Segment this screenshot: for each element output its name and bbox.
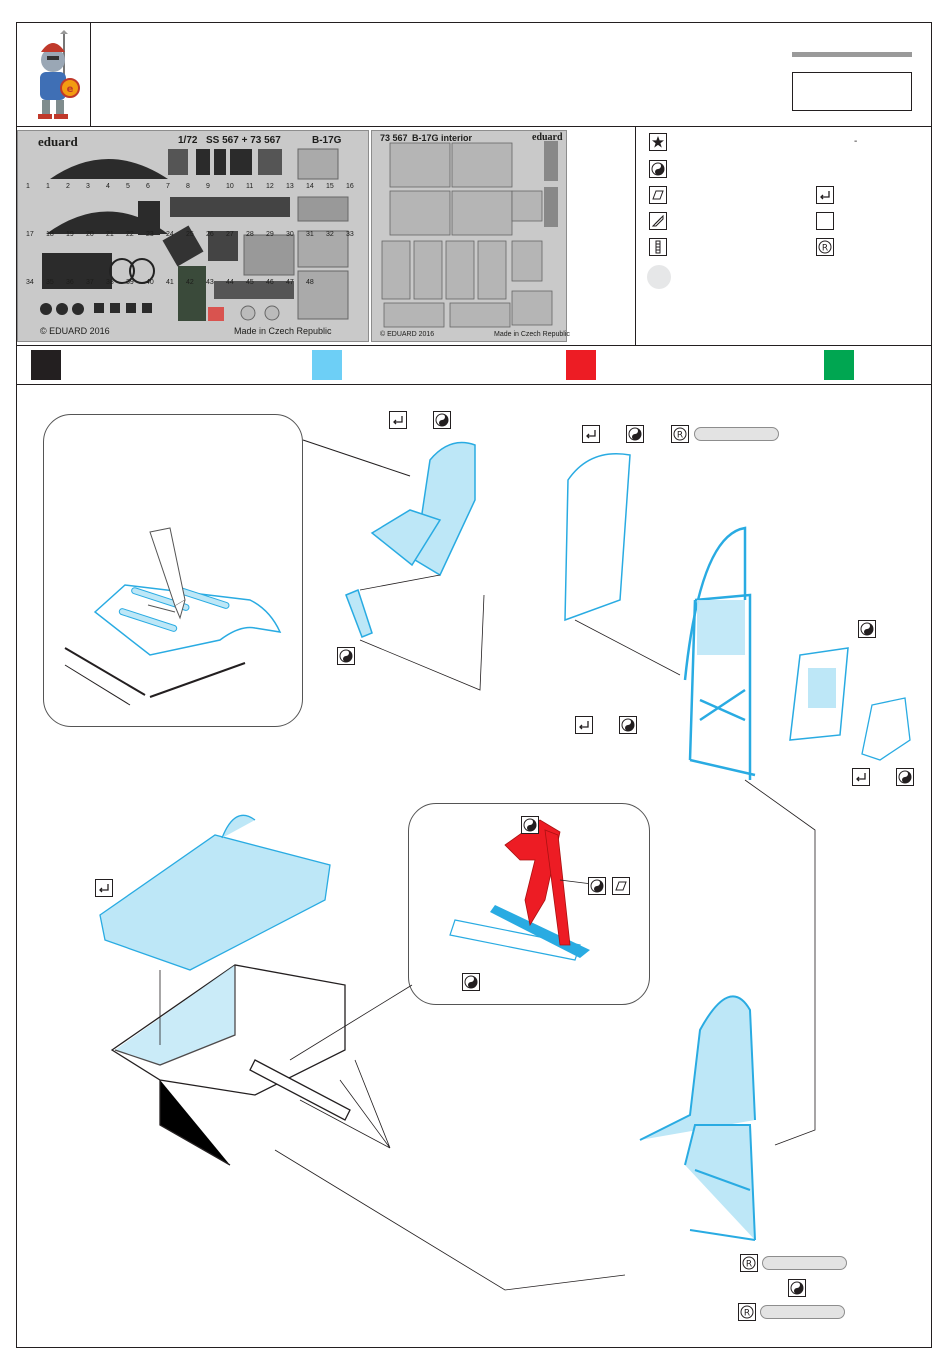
svg-text:R: R [746, 1260, 752, 1270]
remove-label-pill-2 [762, 1256, 847, 1270]
seat-block [862, 698, 910, 760]
bend-icon-step1 [389, 411, 407, 429]
yin-yang-icon-final [788, 1279, 806, 1297]
remove-label-pill-3 [760, 1305, 845, 1319]
yin-yang-icon-frame-mid [588, 877, 606, 895]
svg-text:R: R [744, 1309, 750, 1319]
yin-yang-icon-frame-top [521, 816, 539, 834]
remove-icon-step2: R [671, 425, 689, 443]
bend-icon-step5 [575, 716, 593, 734]
yin-yang-icon-step2 [626, 425, 644, 443]
remove-label-pill-1 [694, 427, 779, 441]
floor-assembly-drawing [100, 815, 330, 970]
yin-yang-icon-step3 [858, 620, 876, 638]
yin-yang-icon-step1 [433, 411, 451, 429]
yin-yang-icon-step4 [337, 647, 355, 665]
seat-back-panel [565, 454, 630, 620]
remove-icon-final-2: R [738, 1303, 756, 1321]
seat-drawing-2 [640, 996, 755, 1240]
fold-icon-frame [612, 877, 630, 895]
yin-yang-icon-frame-bottom [462, 973, 480, 991]
svg-text:R: R [677, 431, 683, 441]
yin-yang-icon-step6 [896, 768, 914, 786]
yin-yang-icon-step5 [619, 716, 637, 734]
frame-detail-drawing [450, 820, 590, 960]
fuselage-floor-drawing [112, 965, 350, 1165]
bend-icon-step6 [852, 768, 870, 786]
bend-icon-floor [95, 879, 113, 897]
seat-drawing-1 [346, 443, 475, 637]
remove-icon-final-1: R [740, 1254, 758, 1272]
scribing-detail-drawing [65, 528, 280, 705]
bend-icon-step2 [582, 425, 600, 443]
